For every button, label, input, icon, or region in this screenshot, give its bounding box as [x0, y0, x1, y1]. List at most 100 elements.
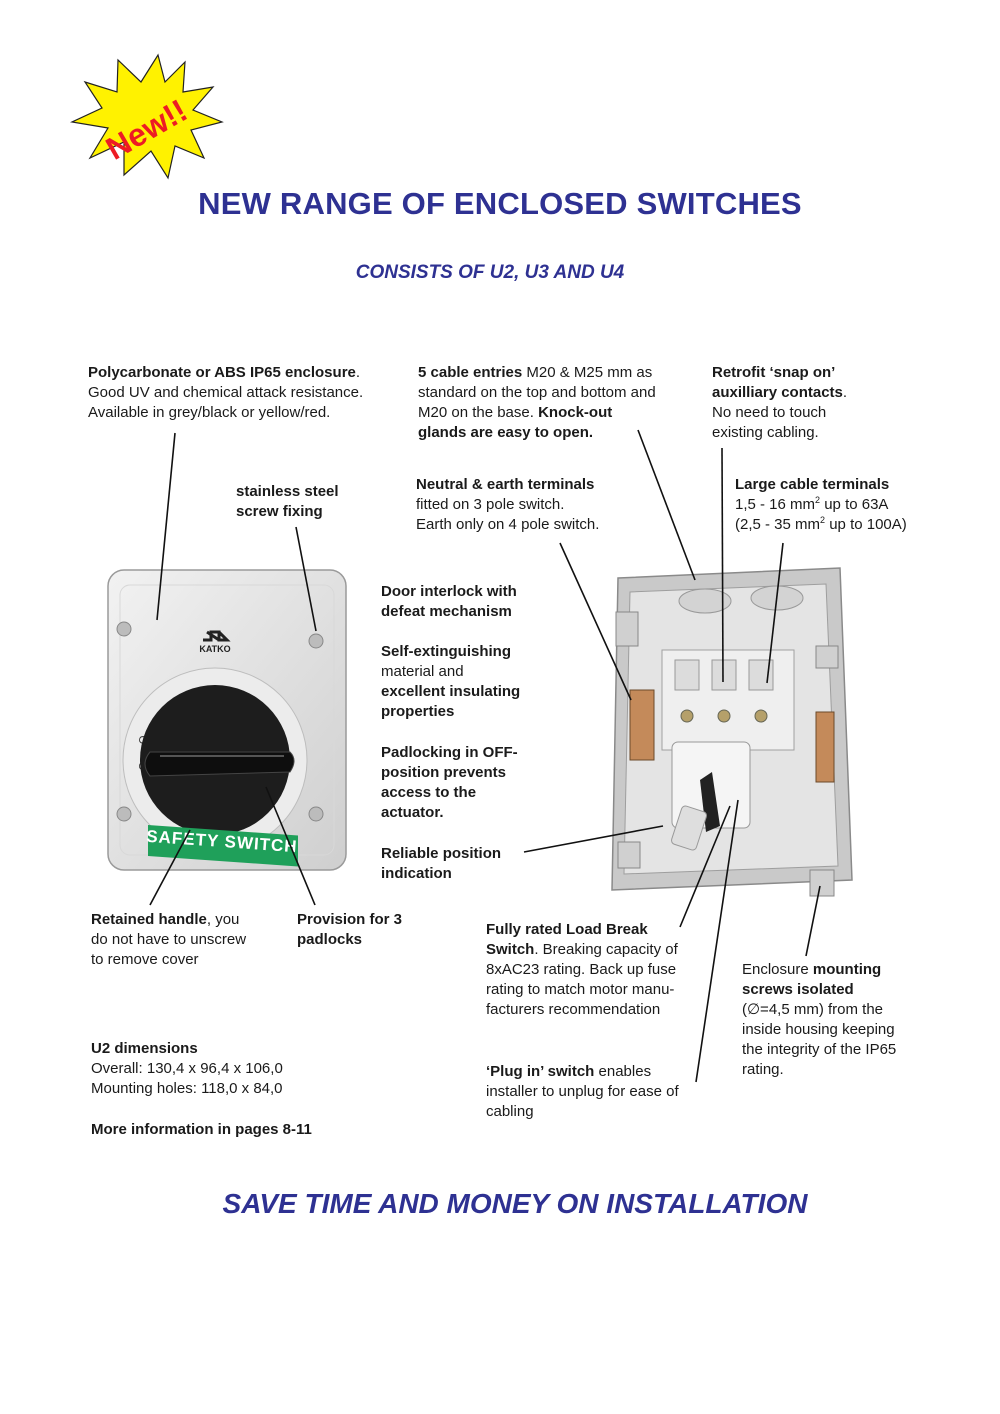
note-screw-fixing: stainless steel screw fixing — [236, 482, 386, 522]
note-text: Earth only on 4 pole switch. — [416, 516, 600, 533]
note-text: Available in grey/black or yellow/red. — [88, 404, 331, 421]
footer-tagline: SAVE TIME AND MONEY ON INSTALLATION — [222, 1188, 808, 1219]
note-more-info: More information in pages 8-11 — [91, 1120, 391, 1140]
leader-line — [149, 829, 191, 906]
note-mounting-screws: Enclosure mounting screws isolated (∅=4,… — [742, 960, 982, 1080]
leader-line — [295, 526, 317, 632]
note-text: . — [842, 384, 848, 401]
safety-label — [148, 825, 298, 867]
note-text: fitted on 3 pole switch. — [416, 496, 565, 513]
note-bold: defeat mechanism — [381, 603, 512, 620]
leader-line — [265, 786, 316, 906]
corner-screw-icon — [617, 841, 641, 869]
note-bold: Polycarbonate or ABS IP65 enclosure — [88, 364, 356, 381]
note-bold: More information in pages 8-11 — [91, 1121, 312, 1138]
note-text: inside housing keeping — [742, 1021, 895, 1038]
note-bold: position prevents — [381, 764, 507, 781]
note-large-terminals: Large cable terminals 1,5 - 16 mm2 up to… — [735, 475, 995, 535]
page-title: NEW RANGE OF ENCLOSED SWITCHES — [198, 186, 802, 221]
note-bold: Knock-out — [538, 404, 613, 421]
note-bold: auxilliary contacts — [712, 384, 843, 401]
note-text: No need to touch — [712, 404, 827, 421]
note-text: Mounting holes: 118,0 x 84,0 — [91, 1080, 283, 1097]
note-text: up to 100A) — [825, 516, 907, 533]
note-bold: padlocks — [297, 931, 363, 948]
note-enclosure: Polycarbonate or ABS IP65 enclosure. Goo… — [88, 363, 418, 423]
cable-entry-knockout — [678, 588, 732, 614]
note-padlocking: Padlocking in OFF- position prevents acc… — [381, 743, 581, 823]
brand-text: KATKO — [199, 644, 230, 654]
leader-line — [695, 799, 739, 1083]
note-text: , you — [206, 911, 240, 928]
note-bold: Neutral & earth terminals — [416, 476, 595, 493]
note-text: (∅=4,5 mm) from the — [742, 1001, 884, 1018]
note-bold: glands are easy to open. — [418, 424, 594, 441]
leader-line — [679, 805, 731, 928]
note-bold: Reliable position — [381, 845, 502, 862]
note-retained-handle: Retained handle, you do not have to unsc… — [91, 910, 291, 970]
note-bold: screw fixing — [236, 503, 323, 520]
note-text: enables — [594, 1063, 652, 1080]
leader-lines — [149, 429, 821, 1083]
leader-line — [523, 825, 664, 853]
screw-hole-icon — [116, 806, 132, 822]
screw-hole-icon — [308, 806, 324, 822]
note-bold: U2 dimensions — [91, 1040, 198, 1057]
note-bold: 5 cable entries — [418, 364, 523, 381]
katko-logo-icon — [203, 630, 231, 642]
page-subtitle: CONSISTS OF U2, U3 AND U4 — [355, 262, 625, 283]
note-text: 8xAC23 rating. Back up fuse — [486, 961, 677, 978]
note-bold: Fully rated Load Break — [486, 921, 648, 938]
note-bold: Provision for 3 — [297, 911, 403, 928]
terminal-screw-icon — [754, 709, 768, 723]
note-text: . — [355, 364, 361, 381]
leader-line — [721, 447, 724, 683]
note-text: the integrity of the IP65 — [742, 1041, 897, 1058]
screw-hole-icon — [308, 633, 324, 649]
note-self-extinguishing: Self-extinguishing material and excellen… — [381, 642, 581, 722]
note-bold: Large cable terminals — [735, 476, 890, 493]
note-text: Enclosure — [742, 961, 813, 978]
screw-hole-icon — [116, 621, 132, 637]
leader-line — [156, 432, 176, 621]
note-text: cabling — [486, 1103, 534, 1120]
note-text: M20 & M25 mm as — [522, 364, 653, 381]
corner-screw-icon — [815, 645, 839, 669]
corner-screw-icon — [615, 611, 639, 647]
note-bold: stainless steel — [236, 483, 339, 500]
note-text: standard on the top and bottom and — [418, 384, 656, 401]
note-text: 1,5 - 16 mm — [735, 496, 816, 513]
note-load-break: Fully rated Load Break Switch. Breaking … — [486, 920, 726, 1020]
note-text: up to 63A — [820, 496, 889, 513]
terminal-screw-icon — [680, 709, 694, 723]
note-bold: ‘Plug in’ switch — [486, 1063, 595, 1080]
note-text: installer to unplug for ease of — [486, 1083, 679, 1100]
leader-line — [559, 542, 632, 701]
note-bold: excellent insulating — [381, 683, 521, 700]
note-bold: Padlocking in OFF- — [381, 744, 518, 761]
note-position-indication: Reliable position indication — [381, 844, 581, 884]
note-text: material and — [381, 663, 464, 680]
superscript: 2 — [815, 495, 821, 505]
note-bold: Retrofit ‘snap on’ — [712, 364, 836, 381]
note-cable-entries: 5 cable entries M20 & M25 mm as standard… — [418, 363, 708, 443]
superscript: 2 — [820, 515, 826, 525]
note-door-interlock: Door interlock with defeat mechanism — [381, 582, 581, 622]
note-retrofit: Retrofit ‘snap on’ auxilliary contacts. … — [712, 363, 982, 443]
note-neutral-earth: Neutral & earth terminals fitted on 3 po… — [416, 475, 666, 535]
note-text: (2,5 - 35 mm — [735, 516, 821, 533]
note-bold: Door interlock with — [381, 583, 517, 600]
note-plug-in: ‘Plug in’ switch enables installer to un… — [486, 1062, 726, 1122]
note-bold: screws isolated — [742, 981, 854, 998]
note-text: facturers recommendation — [486, 1001, 661, 1018]
rotary-handle — [144, 751, 295, 777]
terminal-screw-icon — [717, 709, 731, 723]
note-bold: indication — [381, 865, 452, 882]
leader-line — [766, 542, 784, 684]
leader-line — [637, 429, 696, 581]
note-bold: actuator. — [381, 804, 444, 821]
note-bold: Switch — [486, 941, 535, 958]
leader-line — [805, 885, 821, 957]
open-enclosure — [611, 567, 853, 897]
